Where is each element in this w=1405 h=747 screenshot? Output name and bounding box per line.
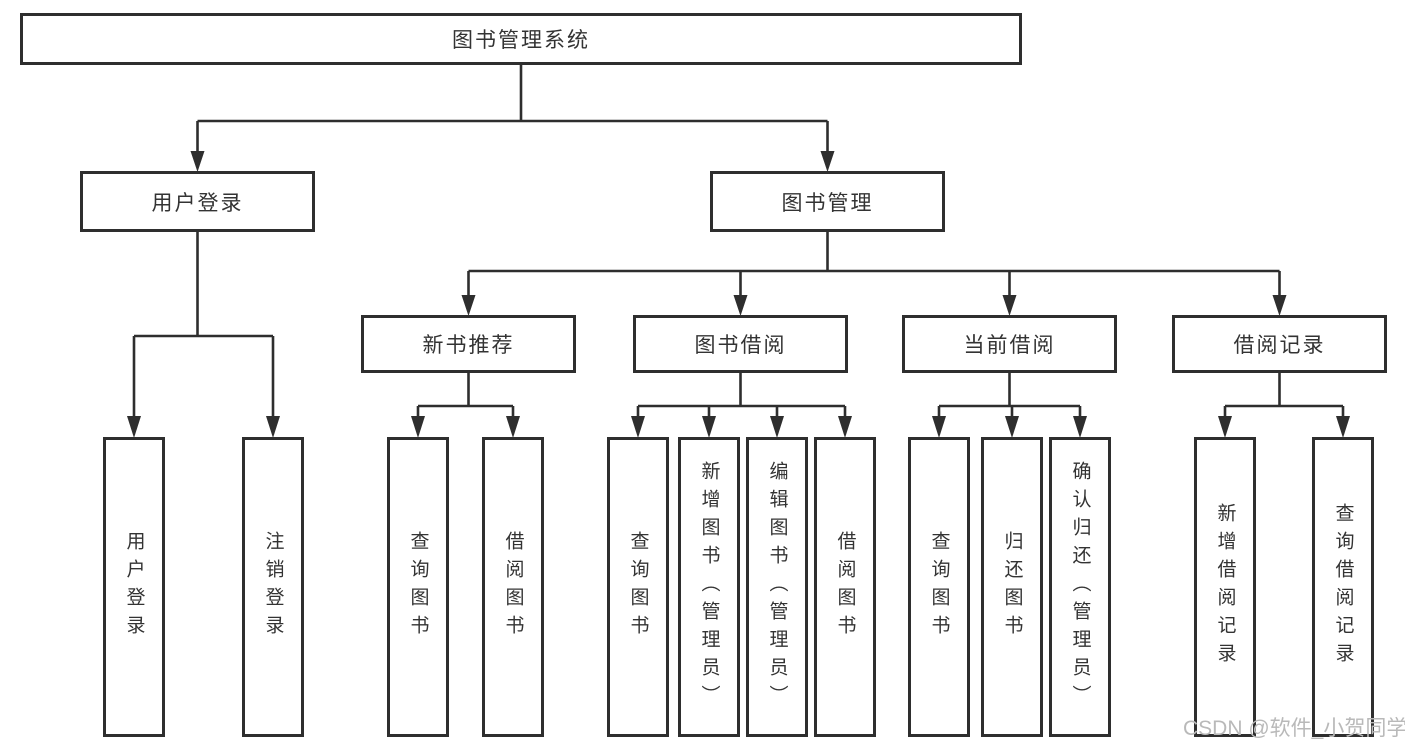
node-label: 确认归还（管理员） [1069, 461, 1091, 713]
node-label: 新增借阅记录 [1214, 503, 1236, 671]
node-label: 查询图书 [928, 531, 950, 643]
node-user-login: 用户登录 [80, 171, 315, 232]
leaf-query-books-1: 查询图书 [387, 437, 449, 737]
node-label: 编辑图书（管理员） [766, 461, 788, 713]
node-label: 新增图书（管理员） [698, 461, 720, 713]
leaf-query-books-3: 查询图书 [908, 437, 970, 737]
leaf-add-book-admin: 新增图书（管理员） [678, 437, 740, 737]
node-book-management: 图书管理 [710, 171, 945, 232]
node-label: 图书管理 [781, 191, 874, 215]
node-label: 查询图书 [407, 531, 429, 643]
leaf-return-book: 归还图书 [981, 437, 1043, 737]
leaf-query-borrow-record: 查询借阅记录 [1312, 437, 1374, 737]
leaf-borrow-books-2: 借阅图书 [814, 437, 876, 737]
node-root-system: 图书管理系统 [20, 13, 1022, 65]
node-book-borrow: 图书借阅 [633, 315, 848, 373]
leaf-borrow-books-1: 借阅图书 [482, 437, 544, 737]
node-label: 借阅图书 [502, 531, 524, 643]
node-new-book-recommend: 新书推荐 [361, 315, 576, 373]
leaf-user-login: 用户登录 [103, 437, 165, 737]
node-label: 注销登录 [262, 531, 284, 643]
node-label: 借阅记录 [1233, 334, 1326, 357]
leaf-add-borrow-record: 新增借阅记录 [1194, 437, 1256, 737]
node-label: 图书借阅 [694, 334, 787, 357]
node-label: 新书推荐 [422, 334, 515, 357]
csdn-watermark: CSDN @软件_小贺同学 [1183, 717, 1405, 740]
leaf-logout: 注销登录 [242, 437, 304, 737]
node-label: 用户登录 [151, 191, 244, 215]
node-label: 归还图书 [1001, 531, 1023, 643]
node-label: 查询图书 [627, 531, 649, 643]
arrowheads [127, 151, 1350, 438]
node-label: 当前借阅 [963, 334, 1056, 357]
leaf-edit-book-admin: 编辑图书（管理员） [746, 437, 808, 737]
node-label: 图书管理系统 [452, 29, 590, 52]
leaf-query-books-2: 查询图书 [607, 437, 669, 737]
node-label: 借阅图书 [834, 531, 856, 643]
node-label: 查询借阅记录 [1332, 503, 1354, 671]
node-borrow-records: 借阅记录 [1172, 315, 1387, 373]
node-label: 用户登录 [123, 531, 145, 643]
leaf-confirm-return-admin: 确认归还（管理员） [1049, 437, 1111, 737]
node-current-borrow: 当前借阅 [902, 315, 1117, 373]
